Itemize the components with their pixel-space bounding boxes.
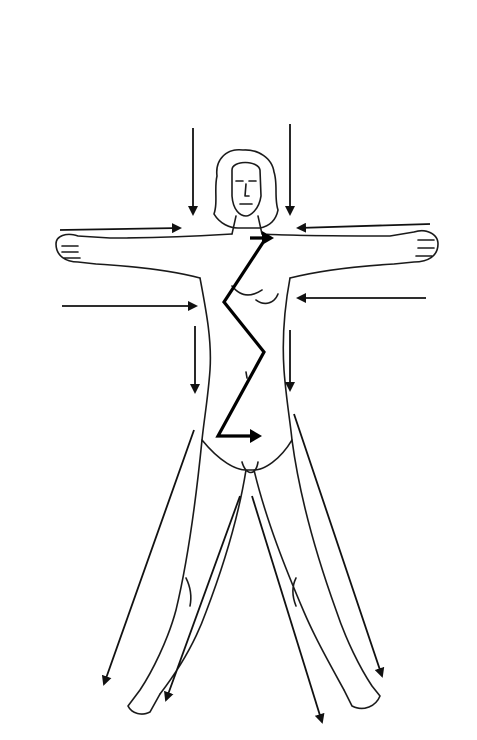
nose bbox=[245, 184, 249, 196]
arrow-right-leg-outer bbox=[294, 414, 382, 676]
left-arm-outline bbox=[56, 234, 232, 278]
groin-detail bbox=[242, 462, 258, 473]
right-arm-outline bbox=[262, 231, 438, 278]
left-hand-fingers bbox=[62, 246, 80, 258]
force-arrows bbox=[60, 124, 430, 722]
left-leg-inner bbox=[160, 470, 246, 694]
arrow-right-leg-inner bbox=[252, 496, 322, 722]
face-outline bbox=[232, 163, 261, 217]
arrow-left-leg-outer bbox=[104, 430, 194, 684]
right-hand-fingers bbox=[416, 240, 434, 256]
chest-line bbox=[232, 286, 278, 303]
zigzag-head-top bbox=[262, 231, 274, 245]
arrow-right-arm-inward bbox=[298, 224, 430, 228]
right-leg-inner bbox=[254, 470, 344, 690]
human-figure bbox=[56, 150, 438, 714]
arrow-left-arm-inward bbox=[60, 228, 180, 230]
left-leg-outer bbox=[128, 440, 202, 714]
arrow-left-leg-inner bbox=[166, 496, 240, 700]
left-knee bbox=[186, 578, 191, 606]
zigzag-torso-arrow bbox=[218, 231, 274, 443]
groin bbox=[202, 440, 292, 470]
zigzag-line bbox=[218, 238, 266, 436]
navel bbox=[246, 372, 247, 378]
neck bbox=[232, 216, 262, 234]
torso-left-side bbox=[200, 278, 210, 440]
zigzag-head-bottom bbox=[250, 429, 262, 443]
